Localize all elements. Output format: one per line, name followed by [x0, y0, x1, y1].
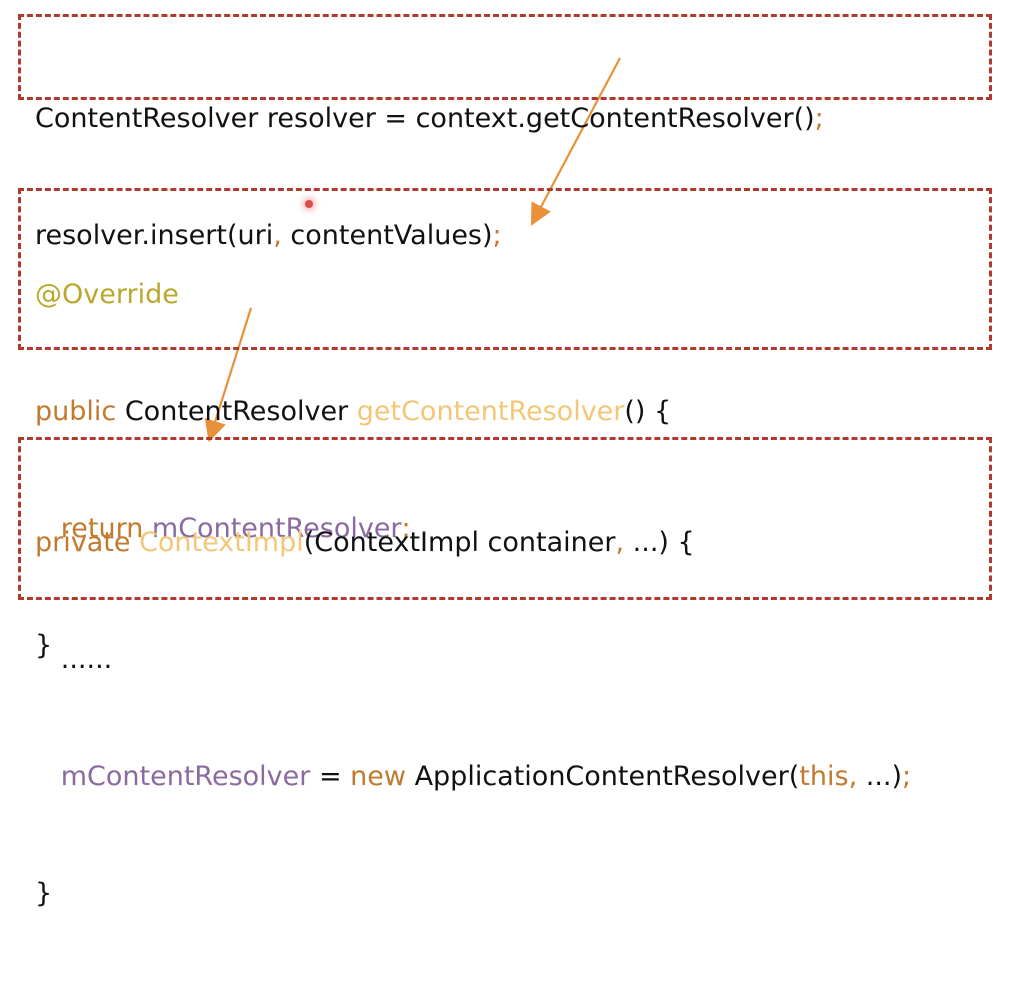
code-line: }	[35, 878, 53, 909]
arrow-mcontentresolver	[204, 307, 253, 443]
code-line: return mContentResolver;	[60, 513, 411, 544]
code-line: mContentResolver = new ApplicationConten…	[60, 761, 912, 792]
code-line: private ContextImpl(ContextImpl containe…	[35, 527, 695, 558]
code-line: ContentResolver resolver = context.getCo…	[35, 103, 824, 134]
field-name: mContentResolver	[60, 761, 311, 792]
code-block-getter: @Override public ContentResolver getCont…	[18, 188, 992, 661]
code-line: resolver.insert(uri, contentValues);	[35, 220, 502, 251]
arrow-getcontentresolver	[530, 57, 621, 226]
field-name: mContentResolver	[151, 513, 402, 544]
code-block-constructor: private ContextImpl(ContextImpl containe…	[18, 437, 992, 909]
constructor-name: ContextImpl	[139, 527, 304, 558]
pointer-cursor	[305, 200, 313, 208]
method-name: getContentResolver	[356, 396, 625, 427]
annotation: @Override	[35, 279, 179, 310]
code-block-caller: ContentResolver resolver = context.getCo…	[18, 14, 992, 251]
code-line: @Override	[35, 275, 671, 314]
code-line: ......	[35, 644, 113, 675]
connector-arrows	[204, 57, 621, 443]
code-line: public ContentResolver getContentResolve…	[35, 396, 672, 427]
